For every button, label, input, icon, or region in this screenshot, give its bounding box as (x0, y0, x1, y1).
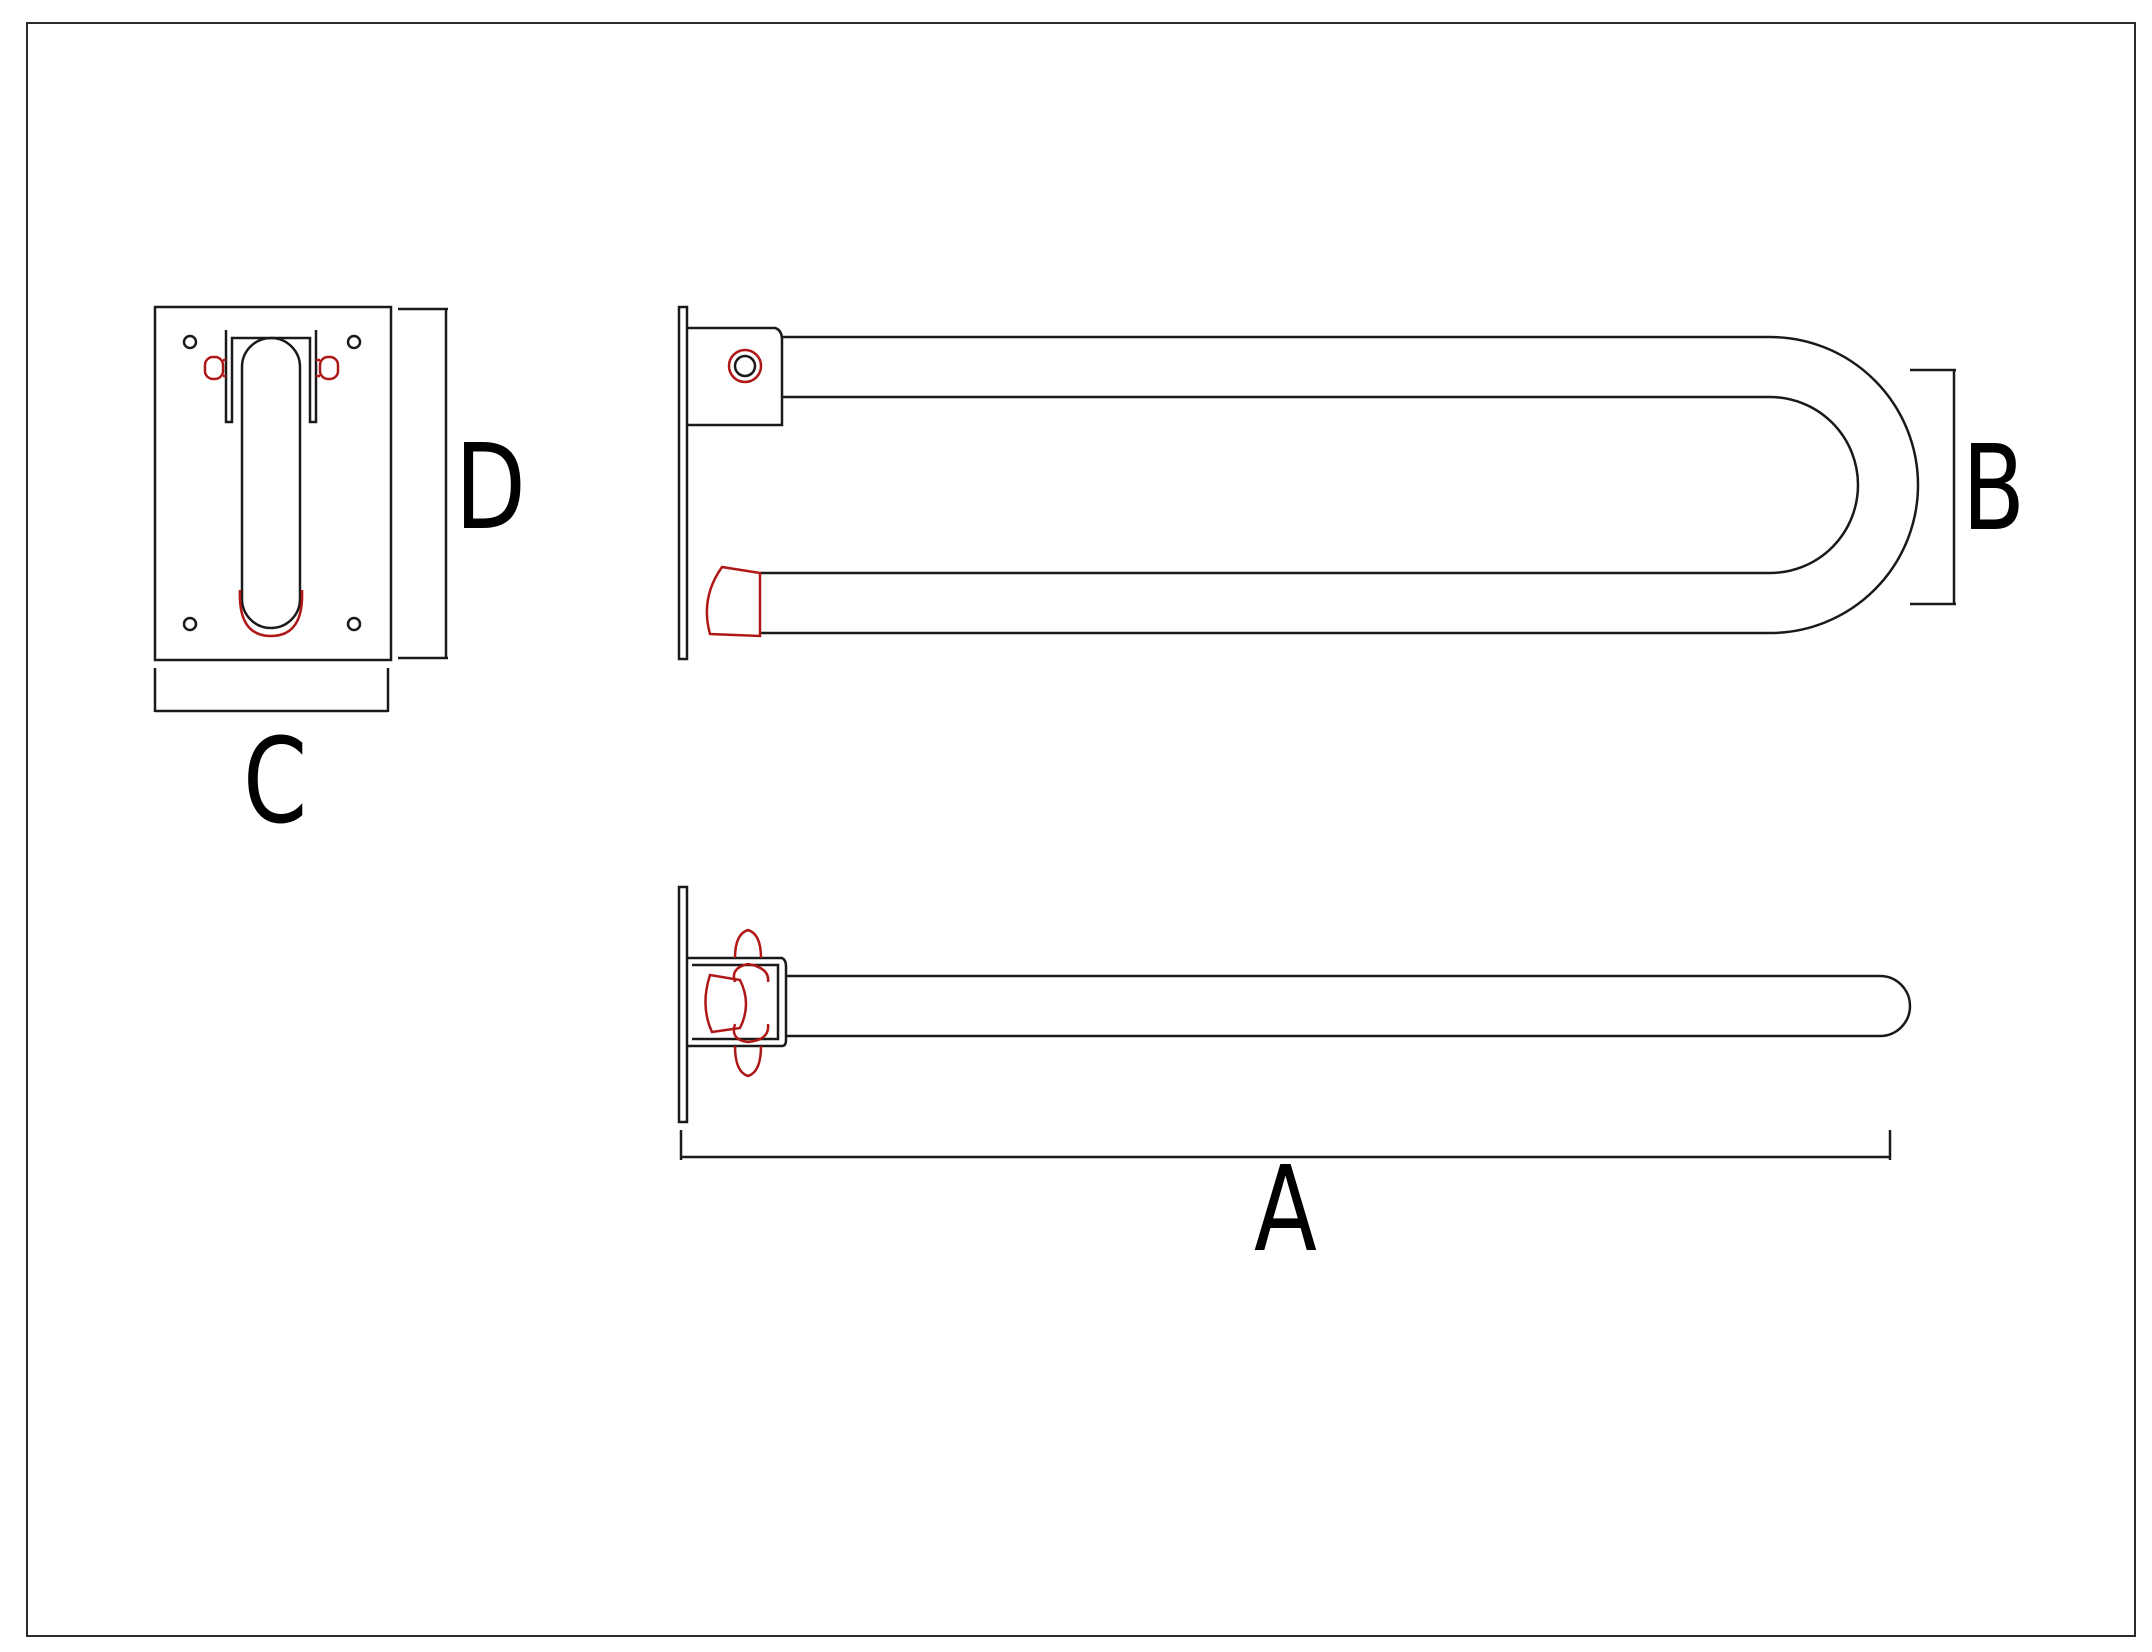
side-mount-bracket (687, 326, 784, 427)
screw-hole-top-left (182, 334, 198, 350)
dimension-a (679, 1130, 1892, 1160)
label-b: B (1962, 419, 2026, 557)
top-hinge-bracket (687, 956, 788, 1048)
front-view (153, 305, 393, 662)
screw-hole-bottom-left (182, 616, 198, 632)
front-wall-plate (153, 305, 393, 662)
screw-hole-top-right (346, 334, 362, 350)
dimension-c (153, 668, 390, 713)
side-pivot-bolt-outer (727, 348, 763, 384)
side-pivot-bolt-inner (733, 354, 757, 378)
screw-hole-bottom-right (346, 616, 362, 632)
side-rail-inner (760, 395, 1860, 575)
drawing-frame (26, 22, 2136, 1637)
side-wall-plate (677, 305, 689, 661)
side-end-cap (705, 565, 762, 638)
front-hinge-bracket (224, 330, 318, 424)
side-rail-outer (760, 335, 1920, 635)
top-wall-plate (677, 885, 689, 1124)
top-view (677, 885, 1912, 1124)
label-d: D (455, 418, 526, 556)
dimension-d (398, 307, 448, 660)
top-hinge-knuckles (704, 928, 770, 1078)
front-handle (240, 336, 302, 630)
label-a: A (1254, 1140, 1317, 1278)
dimension-b (1910, 368, 1956, 606)
top-rail (786, 974, 1912, 1038)
label-c: C (243, 712, 308, 850)
front-end-cap (238, 589, 304, 638)
front-hinge-bolts (203, 355, 340, 381)
side-view (677, 305, 1920, 661)
